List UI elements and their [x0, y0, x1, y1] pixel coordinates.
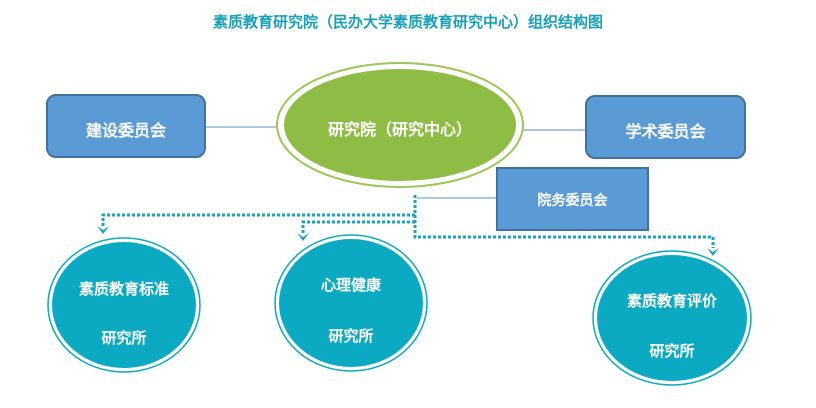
affairs-box-label: 院务委员会 — [537, 193, 608, 209]
left-box-label: 建设委员会 — [85, 121, 166, 140]
inst1-line2: 研究所 — [101, 329, 147, 347]
inst3-line1: 素质教育评价 — [626, 292, 717, 310]
dotted-link-3 — [413, 215, 715, 248]
right-box — [585, 95, 746, 159]
inst3-circle — [597, 255, 747, 381]
affairs-box — [496, 167, 649, 231]
arrow-down-icon — [707, 248, 719, 256]
left-box — [46, 94, 206, 158]
inst2-line1: 心理健康 — [320, 276, 381, 294]
inst1-circle — [52, 242, 196, 368]
right-box-label: 学术委员会 — [625, 122, 706, 141]
dotted-link-1 — [101, 195, 417, 226]
dotted-link-2 — [301, 220, 415, 233]
chart-title: 素质教育研究院（民办大学素质教育研究中心）组织结构图 — [212, 13, 603, 31]
inst3-line2: 研究所 — [649, 342, 695, 360]
center-label: 研究院（研究中心） — [327, 120, 472, 139]
arrow-down-icon — [297, 233, 309, 241]
inst2-circle — [279, 239, 423, 367]
inst2-line2: 研究所 — [328, 327, 374, 345]
center-ellipse — [284, 69, 516, 181]
inst1-line1: 素质教育标准 — [78, 280, 169, 298]
arrow-down-icon — [97, 226, 109, 234]
